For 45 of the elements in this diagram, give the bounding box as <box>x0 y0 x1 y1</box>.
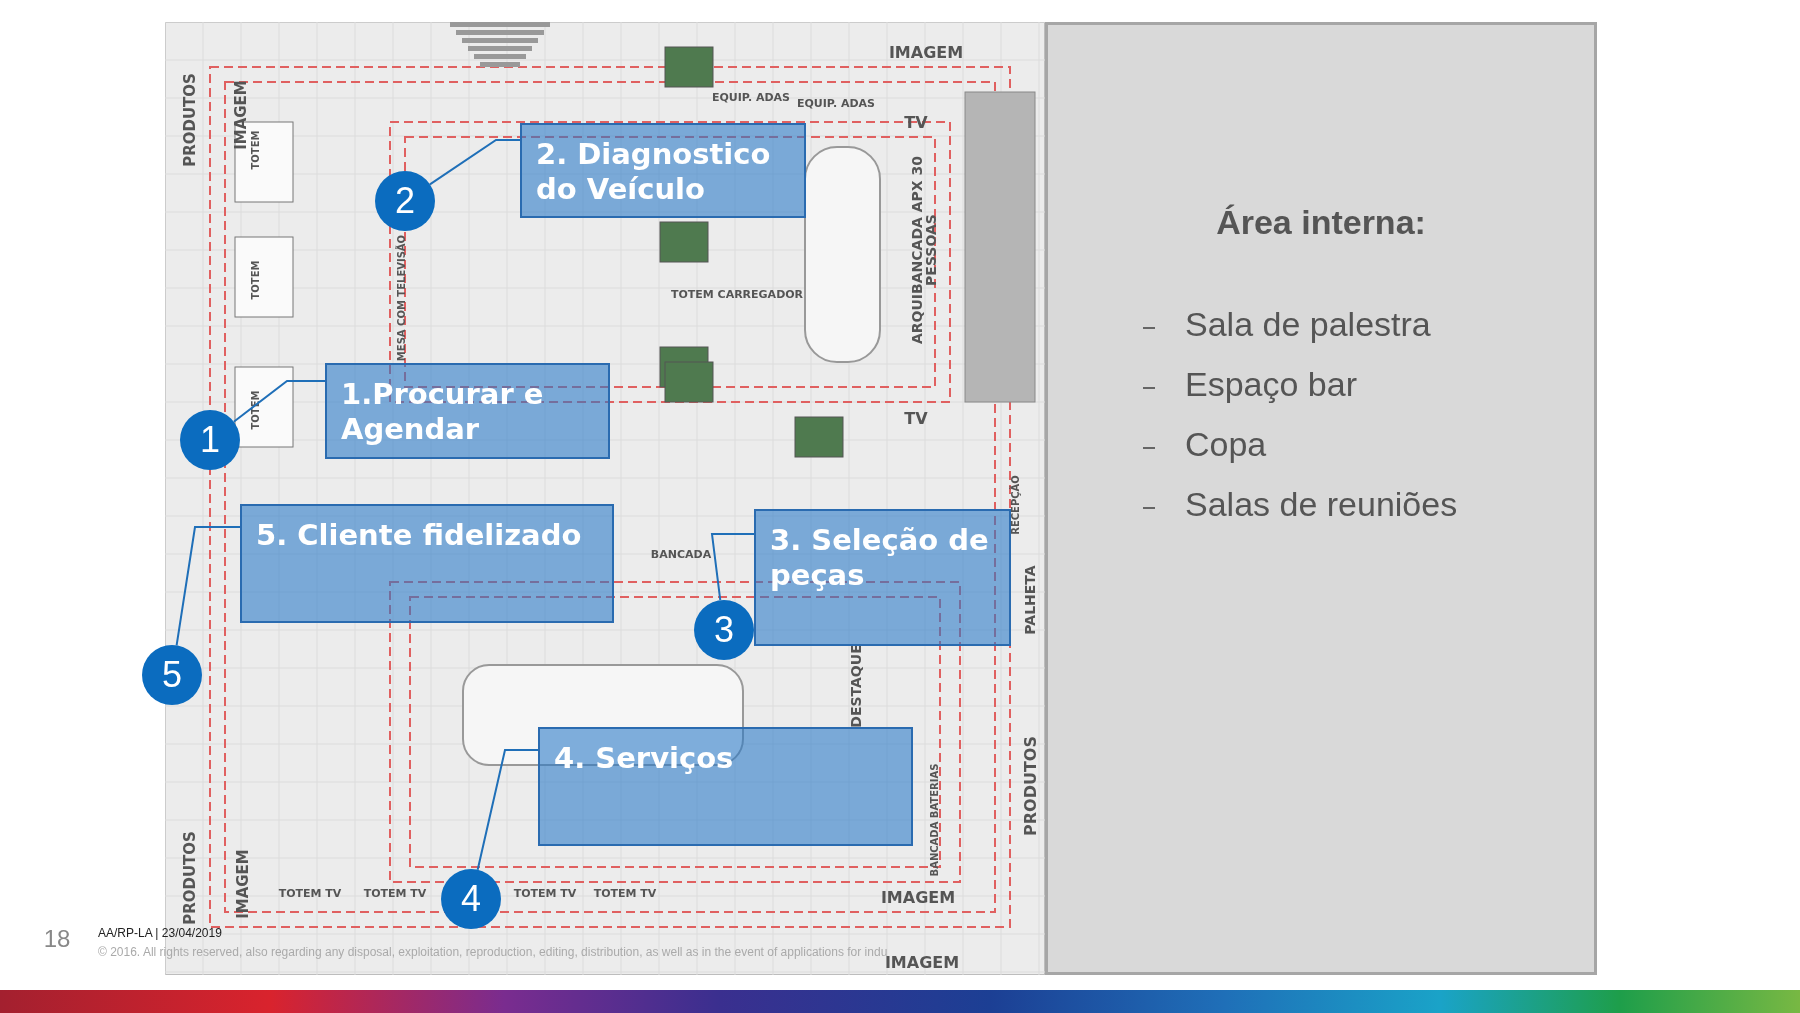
area-label: PALHETA <box>1023 565 1037 635</box>
bench-label: BANCADA <box>650 548 712 560</box>
list-item: Espaço bar <box>1185 365 1357 404</box>
leader-line <box>710 533 755 602</box>
step-box: 5. Cliente fidelizado <box>240 504 614 623</box>
step-box: 4. Serviços <box>538 727 913 846</box>
step-box: 1.Procurar e Agendar <box>325 363 610 459</box>
area-label: DESTAQUE <box>849 644 863 728</box>
stand-label: TOTEM <box>251 130 261 170</box>
info-panel <box>1045 22 1597 975</box>
area-label: ARQUIBANCADA APX 30 PESSOAS <box>910 155 938 345</box>
area-label: IMAGEM <box>235 849 251 919</box>
leader-line <box>232 380 326 423</box>
area-label: PRODUTOS <box>182 831 198 925</box>
stand-label: TOTEM CARREGADOR <box>670 288 804 300</box>
stand-label: TOTEM TV <box>278 887 342 899</box>
leader-line <box>476 749 539 871</box>
step-box: 3. Seleção de peças <box>754 509 1011 646</box>
area-label: PRODUTOS <box>182 73 198 167</box>
list-item: Sala de palestra <box>1185 305 1431 344</box>
bench-label: BANCADA BATERIAS <box>930 763 940 877</box>
area-label: IMAGEM <box>884 955 960 971</box>
stand-label: TOTEM TV <box>513 887 577 899</box>
equipment-label: EQUIP. ADAS <box>712 91 790 103</box>
list-item: Salas de reuniões <box>1185 485 1458 524</box>
step-box: 2. Diagnostico do Veículo <box>520 123 806 218</box>
equipment-label: EQUIP. ADAS <box>797 97 875 109</box>
area-label: PRODUTOS <box>1023 736 1039 836</box>
area-label: IMAGEM <box>888 45 964 61</box>
panel-heading: Área interna: <box>1216 203 1426 242</box>
area-label: IMAGEM <box>233 80 249 150</box>
area-label: RECEPÇÃO <box>1011 475 1021 535</box>
stand-label: TOTEM <box>251 260 261 300</box>
area-label: IMAGEM <box>880 890 956 906</box>
leader-line <box>428 139 521 186</box>
footer-date: AA/RP-LA | 23/04/2019 <box>98 927 222 939</box>
table-label: MESA COM TELEVISÃO <box>397 234 407 362</box>
list-item: Copa <box>1185 425 1267 464</box>
stand-label: TOTEM TV <box>363 887 427 899</box>
tv-label: TV <box>904 411 928 427</box>
step-number: 5 <box>142 645 202 705</box>
stand-label: TOTEM TV <box>593 887 657 899</box>
stand-label: TOTEM <box>251 390 261 430</box>
page-number: 18 <box>43 927 71 951</box>
leader-line <box>175 526 241 647</box>
